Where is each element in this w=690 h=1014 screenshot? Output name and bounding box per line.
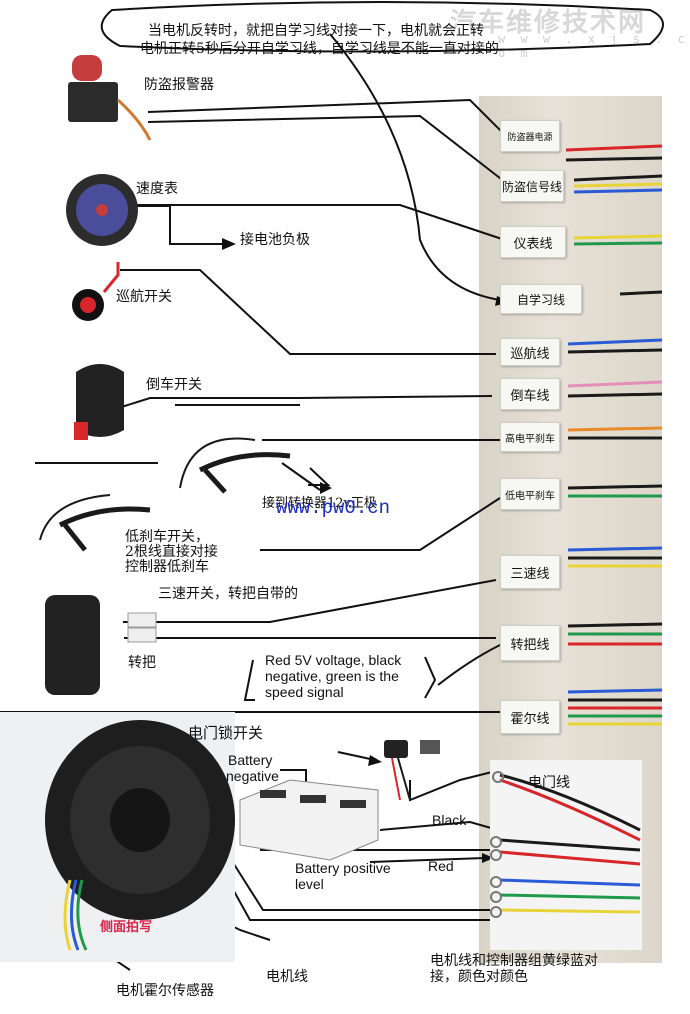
watermark-title: 汽车维修技术网 (450, 8, 647, 38)
label-battery-positive-2: level (295, 876, 324, 892)
controller-wires (499, 773, 641, 914)
label-wheel-text: 侧面拍写 (100, 920, 153, 935)
label-door-lock-switch: 电门锁开关 (188, 724, 264, 742)
connector-meter: 仪表线 (500, 226, 566, 258)
terminal-rings (490, 771, 504, 918)
label-low-brake-3: 控制器低刹车 (125, 559, 209, 575)
label-motor-note-2: 接，颜色对颜色 (430, 969, 528, 985)
label-black-wire: Black (432, 812, 467, 828)
connection-lines (0, 33, 581, 971)
connector-high-brake: 高电平刹车 (500, 422, 560, 452)
battery-photo (239, 779, 379, 861)
label-motor-note-1: 电机线和控制器组黄绿蓝对 (430, 953, 598, 969)
connector-reverse: 倒车线 (500, 378, 560, 410)
label-signal-1: Red 5V voltage, black (265, 652, 402, 668)
top-note-line2: 电机正转5秒后分开自学习线，自学习线是不能一直对接的 (140, 41, 499, 57)
label-battery-positive-1: Battery positive (295, 860, 391, 876)
note-ellipse (100, 1, 664, 53)
label-reverse-switch: 倒车开关 (146, 377, 202, 393)
controller-photo (490, 760, 642, 950)
label-high-brake-note: 接到转换器12v正极 (262, 496, 377, 511)
connector-alarm-signal: 防盗信号线 (500, 170, 564, 202)
connector-throttle: 转把线 (500, 625, 560, 661)
connector-alarm-power: 防盗器电源 (500, 120, 560, 152)
connector-hall: 霍尔线 (500, 700, 560, 734)
label-red-wire: Red (428, 858, 454, 874)
cruise-switch-photo (72, 262, 120, 321)
connector-wires (565, 144, 663, 726)
alarm-device-photo (68, 55, 152, 141)
label-door-wire: 电门线 (528, 775, 570, 791)
label-cruise-switch: 巡航开关 (116, 289, 172, 305)
connector-low-brake: 低电平刹车 (500, 478, 560, 510)
door-lock-photo (384, 740, 440, 801)
label-hall-sensor: 电机霍尔传感器 (116, 983, 214, 999)
label-battery-negative-en-1: Battery (228, 752, 273, 768)
connector-cruise: 巡航线 (500, 338, 560, 366)
speedometer-photo (66, 174, 138, 246)
label-battery-negative-cn: 接电池负极 (240, 232, 310, 248)
reverse-switch-photo (74, 364, 124, 440)
throttle-photo (45, 595, 157, 695)
label-speedometer: 速度表 (136, 181, 178, 197)
label-low-brake-2: 2根线直接对接 (125, 544, 218, 560)
label-battery-negative-en-2: negative (226, 768, 279, 784)
connector-three-speed: 三速线 (500, 555, 560, 589)
brake-lever-photos (39, 437, 291, 552)
label-low-brake-1: 低刹车开关， (125, 529, 209, 545)
label-three-speed: 三速开关，转把自带的 (158, 586, 298, 602)
top-note-line1: 当电机反转时，就把自学习线对接一下，电机就会正转 (148, 23, 484, 39)
label-throttle: 转把 (128, 655, 156, 671)
label-motor-line: 电机线 (266, 969, 308, 985)
hub-motor-photo (0, 712, 235, 962)
connector-self-learn: 自学习线 (500, 284, 582, 314)
label-signal-2: negative, green is the (265, 668, 399, 684)
label-signal-3: speed signal (265, 684, 344, 700)
label-website: www.pw0.cn (276, 497, 391, 519)
label-alarm: 防盗报警器 (144, 77, 214, 93)
